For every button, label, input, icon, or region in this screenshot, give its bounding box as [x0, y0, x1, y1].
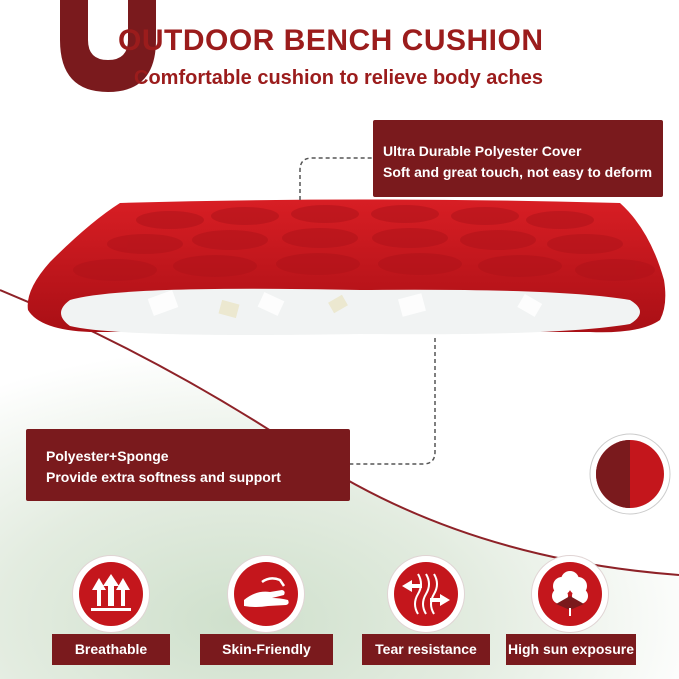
feature-breathable: Breathable [52, 556, 170, 668]
feature-high-sun-exposure: High sun exposure [506, 556, 636, 668]
feature-icon-circle [532, 556, 608, 632]
feature-tear-resistance: Tear resistance [362, 556, 490, 668]
filling-callout-heading: Polyester+Sponge [46, 448, 169, 464]
feature-label: Tear resistance [362, 634, 490, 665]
feature-icon-circle [73, 556, 149, 632]
filling-callout-text: Provide extra softness and support [46, 469, 281, 485]
feature-label: Breathable [52, 634, 170, 665]
hand-icon [234, 562, 298, 626]
cover-callout-text: Soft and great touch, not easy to deform [383, 164, 653, 180]
page-title: OUTDOOR BENCH CUSHION [118, 24, 544, 57]
cotton-icon [538, 562, 602, 626]
filling-callout: Polyester+Sponge Provide extra softness … [26, 429, 350, 501]
feature-skin-friendly: Skin-Friendly [200, 556, 333, 668]
arrows-up-icon [79, 562, 143, 626]
fabric-arrows-icon [394, 562, 458, 626]
feature-label: High sun exposure [506, 634, 636, 665]
feature-icon-circle [228, 556, 304, 632]
page-subtitle: Comfortable cushion to relieve body ache… [134, 67, 543, 89]
cover-callout: Ultra Durable Polyester Cover Soft and g… [373, 120, 663, 197]
feature-icon-circle [388, 556, 464, 632]
feature-label: Skin-Friendly [200, 634, 333, 665]
cover-callout-heading: Ultra Durable Polyester Cover [383, 143, 582, 159]
